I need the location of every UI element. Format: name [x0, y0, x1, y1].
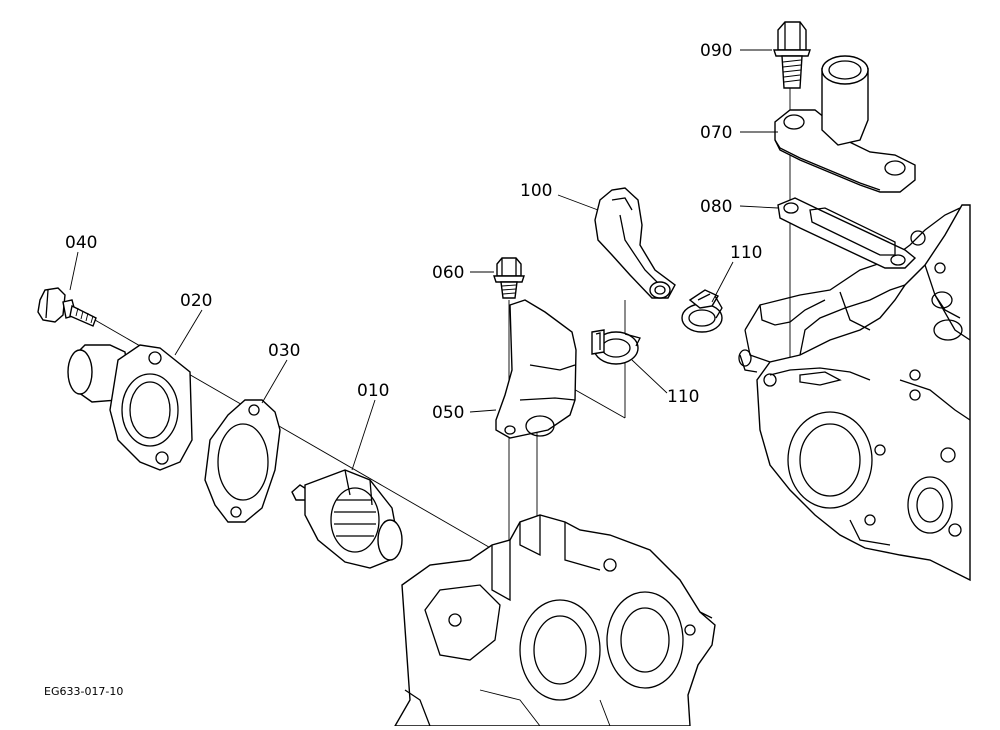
callout-010: 010 — [357, 381, 389, 401]
part-110-clamp-middle — [591, 329, 641, 365]
leader-lines — [69, 49, 779, 471]
callout-020: 020 — [180, 291, 212, 311]
callout-060: 060 — [432, 263, 464, 283]
callout-100: 100 — [520, 181, 552, 201]
callout-110-middle: 110 — [667, 387, 699, 407]
callout-030: 030 — [268, 341, 300, 361]
part-030-gasket — [204, 399, 281, 523]
callout-090: 090 — [700, 41, 732, 61]
part-020-thermostat-cover — [67, 344, 193, 471]
part-110-clamp-right — [681, 289, 723, 333]
part-100-hose — [594, 187, 676, 299]
part-010-thermostat — [291, 469, 403, 569]
part-080-gasket — [777, 197, 917, 269]
drawing-code: EG633-017-10 — [44, 685, 123, 698]
callout-050: 050 — [432, 403, 464, 423]
part-040-bolt — [37, 287, 97, 327]
part-060-bolt — [493, 257, 525, 299]
engine-block — [393, 514, 716, 727]
callout-labels: 090 070 100 080 110 040 060 020 030 010 … — [65, 41, 762, 423]
callout-040: 040 — [65, 233, 97, 253]
part-050-bracket — [495, 299, 577, 439]
callout-080: 080 — [700, 197, 732, 217]
part-090-bolt — [773, 21, 811, 89]
part-070-water-flange — [774, 55, 916, 193]
cylinder-head — [738, 204, 971, 582]
callout-070: 070 — [700, 123, 732, 143]
callout-110-right: 110 — [730, 243, 762, 263]
